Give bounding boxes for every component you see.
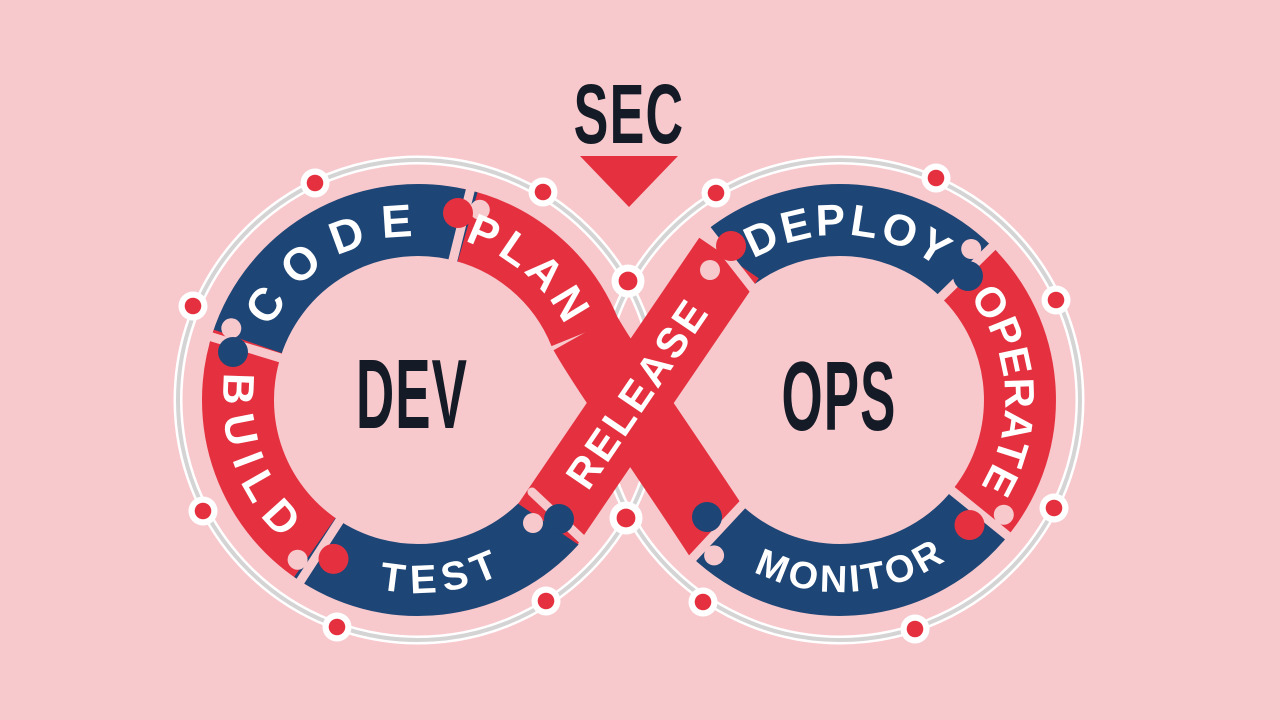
milestone-dot-icon	[528, 177, 558, 207]
puzzle-tab-icon-release	[716, 231, 746, 261]
milestone-dot-icon	[921, 163, 951, 193]
right-loop-segments	[690, 184, 1056, 616]
ops-label: OPS	[782, 342, 897, 452]
milestone-dot-icon-crossing-bottom	[609, 501, 643, 535]
segment-release-ribbon	[518, 237, 759, 545]
segment-monitor-arc	[690, 487, 1011, 616]
puzzle-notch-icon	[993, 504, 1014, 525]
milestone-dot-icon	[322, 612, 352, 642]
segment-plan-arc	[446, 188, 619, 347]
puzzle-tabs	[218, 198, 985, 574]
segment-build-arc	[202, 329, 345, 586]
segment-deploy-arc	[707, 184, 999, 303]
milestone-dot-icon	[1039, 493, 1069, 523]
puzzle-tab-icon-test	[544, 504, 574, 534]
puzzle-notch-icon	[704, 545, 725, 566]
puzzle-notch-icon	[700, 260, 720, 280]
sec-label: SEC	[574, 67, 685, 161]
puzzle-notch-icon	[221, 318, 242, 339]
milestone-dot-icon	[178, 291, 208, 321]
puzzle-tab-icon-monitor	[692, 502, 722, 532]
puzzle-notch-icon	[469, 199, 490, 220]
puzzle-tab-icon-operate	[954, 510, 985, 540]
sec-heading: SEC	[574, 67, 685, 207]
segment-code-arc	[209, 184, 478, 364]
puzzle-tab-icon-plan	[443, 198, 473, 228]
dev-label: DEV	[356, 340, 468, 450]
puzzle-tab-icon-code	[218, 337, 248, 367]
milestone-dot-icon	[300, 168, 330, 198]
milestone-dot-icon-crossing-top	[611, 264, 645, 298]
puzzle-notch-icon	[523, 513, 543, 533]
puzzle-seam-build-test	[293, 512, 347, 589]
puzzle-seam-operate-monitor	[944, 483, 1016, 543]
milestone-dot-icon	[688, 587, 718, 617]
sec-down-arrow-icon	[580, 156, 678, 207]
puzzle-notch-icon	[961, 239, 982, 259]
milestone-dot-icon	[188, 496, 218, 526]
milestone-dot-icon	[1041, 285, 1071, 315]
puzzle-tab-icon-build	[318, 543, 349, 574]
puzzle-notch-icon	[287, 549, 308, 570]
milestone-dot-icon	[701, 178, 731, 208]
segment-operate-arc	[939, 244, 1056, 542]
milestone-dot-icon	[531, 586, 561, 616]
puzzle-tab-icon-deploy	[953, 261, 983, 291]
milestone-dot-icon	[900, 614, 930, 644]
puzzle-notches	[221, 199, 1014, 570]
loop-dot-markers	[178, 163, 1071, 644]
puzzle-seam-monitor-ribbon	[685, 497, 749, 566]
